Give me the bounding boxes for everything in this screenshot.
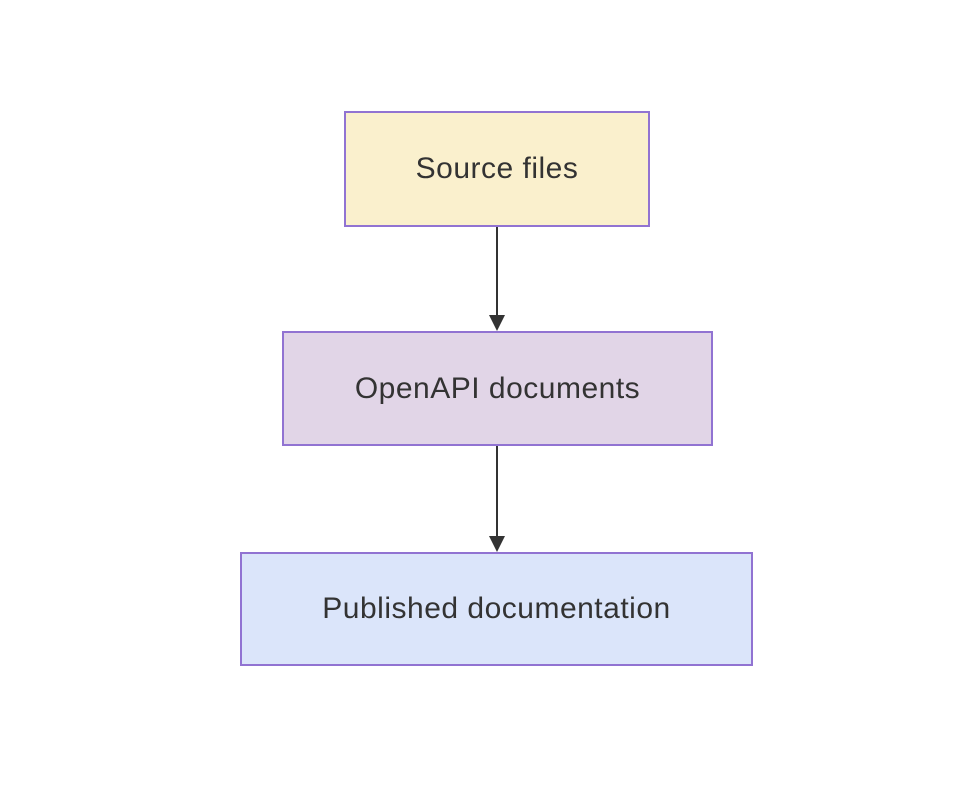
- node-source-files-label: Source files: [415, 152, 579, 185]
- arrowhead-down-icon: [489, 536, 505, 552]
- edge-source-to-openapi: [489, 227, 505, 331]
- node-openapi-documents: OpenAPI documents: [282, 331, 713, 446]
- edge-openapi-to-published: [489, 446, 505, 552]
- node-source-files: Source files: [344, 111, 650, 227]
- node-published-documentation-label: Published documentation: [322, 592, 671, 625]
- node-published-documentation: Published documentation: [240, 552, 753, 666]
- node-openapi-documents-label: OpenAPI documents: [354, 371, 641, 405]
- arrowhead-down-icon: [489, 315, 505, 331]
